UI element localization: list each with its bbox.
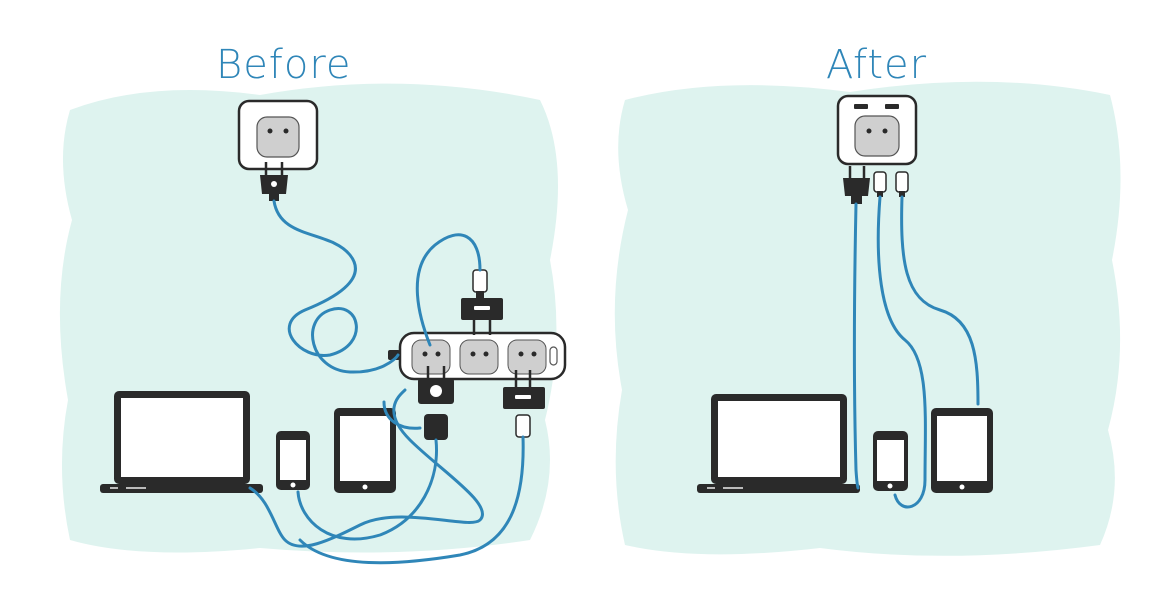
cables-after: [853, 195, 980, 509]
plug-icon: [843, 166, 870, 204]
phone-icon: [873, 431, 908, 491]
before-title: Before: [216, 42, 352, 88]
laptop-icon: [100, 391, 263, 493]
after-title: After: [826, 42, 928, 88]
power-strip-icon: [388, 331, 567, 381]
wall-socket-icon: [237, 99, 319, 171]
usb-connector-icon: [873, 171, 887, 197]
phone-icon: [276, 431, 310, 490]
laptop-icon: [697, 394, 860, 493]
tablet-icon: [931, 408, 993, 493]
plug-icon: [418, 366, 454, 440]
tablet-icon: [334, 408, 396, 493]
socket-with-usb-ports-icon: [836, 94, 918, 166]
usb-charger-icon: [461, 269, 503, 335]
plug-icon: [260, 162, 288, 201]
usb-connector-icon: [895, 171, 909, 197]
cables-before: [248, 199, 525, 565]
